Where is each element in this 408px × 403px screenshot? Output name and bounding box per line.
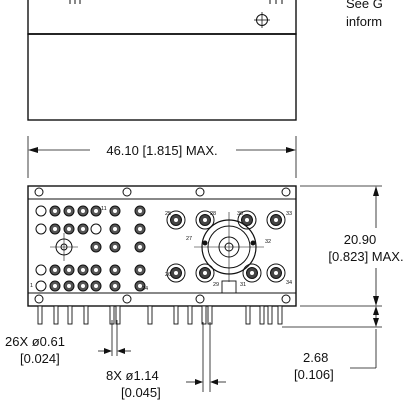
crosshair-icon [254,12,270,28]
signal-contact [35,280,47,292]
top-view-pin-stubs [69,0,283,4]
power-contact [266,210,286,230]
terminal-pin [245,305,251,325]
signal-contact [35,264,47,276]
width-label: 46.10 [1.815] MAX. [106,143,217,158]
terminal-pin [173,305,179,325]
note-line-1: See G [346,0,383,11]
power-contact [266,263,286,283]
height-label-in: [0.823] MAX. [328,249,403,264]
pin-label-32: 32 [265,239,271,245]
key-tab [221,280,237,294]
height-label-mm: 20.90 [344,232,377,247]
connector-body [27,185,297,307]
pin-label-29: 29 [213,282,219,288]
power-contact [237,210,257,230]
pin-length-in-label: [0.106] [294,367,334,382]
top-view-upper-body [27,0,297,35]
terminal-pin [201,305,207,325]
large-contacts [166,210,286,283]
terminal-pin [277,305,283,325]
note-line-2: inform [346,14,382,29]
pin-label-11: 11 [101,206,107,212]
pin-label-34: 34 [286,280,292,286]
top-view-lower-body [27,33,297,121]
bottom-pins [37,305,283,325]
terminal-pin [147,305,153,325]
terminal-pin [53,305,59,325]
large-pin-callout: 8X ø1.14 [0.045] [106,322,226,400]
small-pin-callout: 26X ø0.61 [0.024] [5,320,131,366]
height-dimension: 20.90 [0.823] MAX. [300,185,404,307]
pin-label-1: 1 [30,283,33,289]
power-contact [242,263,262,283]
terminal-pin [207,305,213,325]
pin-length-mm-label: 2.68 [303,350,328,365]
power-contact [166,210,186,230]
terminal-pin [115,305,121,325]
pin-label-31: 31 [240,282,246,288]
pin-number-labels: 11 25 28 30 33 27 32 26 29 31 34 1 24 [30,206,292,292]
pin-label-28: 28 [210,211,216,217]
pin-length-dimension: 2.68 [0.106] [282,306,382,382]
terminal-pin [187,305,193,325]
terminal-pin [37,305,43,325]
polarizing-mark [50,233,78,261]
terminal-pin [83,305,89,325]
pin-label-30: 30 [237,211,243,217]
power-contact [166,263,186,283]
large-pin-dia-label: 8X ø1.14 [106,368,159,383]
terminal-pin [267,305,273,325]
pin-label-33: 33 [286,211,292,217]
large-pin-inch-label: [0.045] [121,385,161,400]
terminal-pin [259,305,265,325]
front-view: 11 25 28 30 33 27 32 26 29 31 34 1 24 [27,185,297,325]
width-dimension: 46.10 [1.815] MAX. [27,136,297,178]
pin-label-24: 24 [142,286,148,292]
small-contacts [35,205,146,292]
signal-contact [35,205,47,217]
pin-label-27: 27 [186,236,192,242]
power-contact [195,210,215,230]
signal-contact [35,223,47,235]
signal-contact [90,223,102,235]
power-contact [195,263,215,283]
coax-insert [194,212,264,282]
small-pin-dia-label: 26X ø0.61 [5,334,65,349]
small-pin-inch-label: [0.024] [20,351,60,366]
pin-label-26: 26 [165,272,171,278]
pin-label-25: 25 [165,211,171,217]
top-view [27,0,297,121]
mounting-holes [34,187,291,304]
terminal-pin [67,305,73,325]
